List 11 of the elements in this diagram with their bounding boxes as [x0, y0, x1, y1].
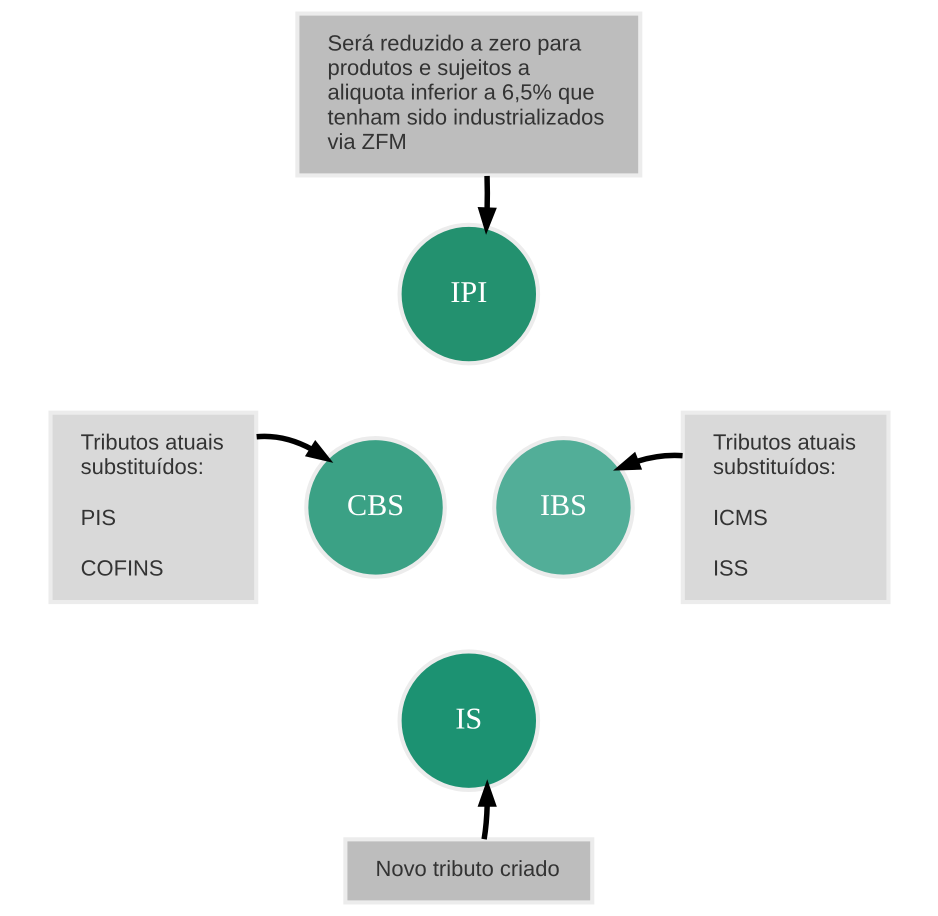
node-circle: IS	[397, 649, 540, 792]
node-box: Tributos atuais substituídos: PIS COFINS	[48, 410, 258, 604]
arrow	[477, 176, 496, 235]
node-circle: IBS	[492, 436, 634, 579]
node-box: Será reduzido a zero para produtos e sujeitos a aliquota inferior a 6,5% que tenham sido industrializados via ZFM	[294, 12, 642, 178]
node-box: Tributos atuais substituídos: ICMS ISS	[680, 410, 890, 604]
node-circle: IPI	[397, 222, 540, 366]
node-box: Novo tributo criado	[342, 837, 594, 904]
arrow	[477, 779, 496, 840]
arrow	[256, 434, 333, 463]
arrow	[612, 452, 682, 471]
